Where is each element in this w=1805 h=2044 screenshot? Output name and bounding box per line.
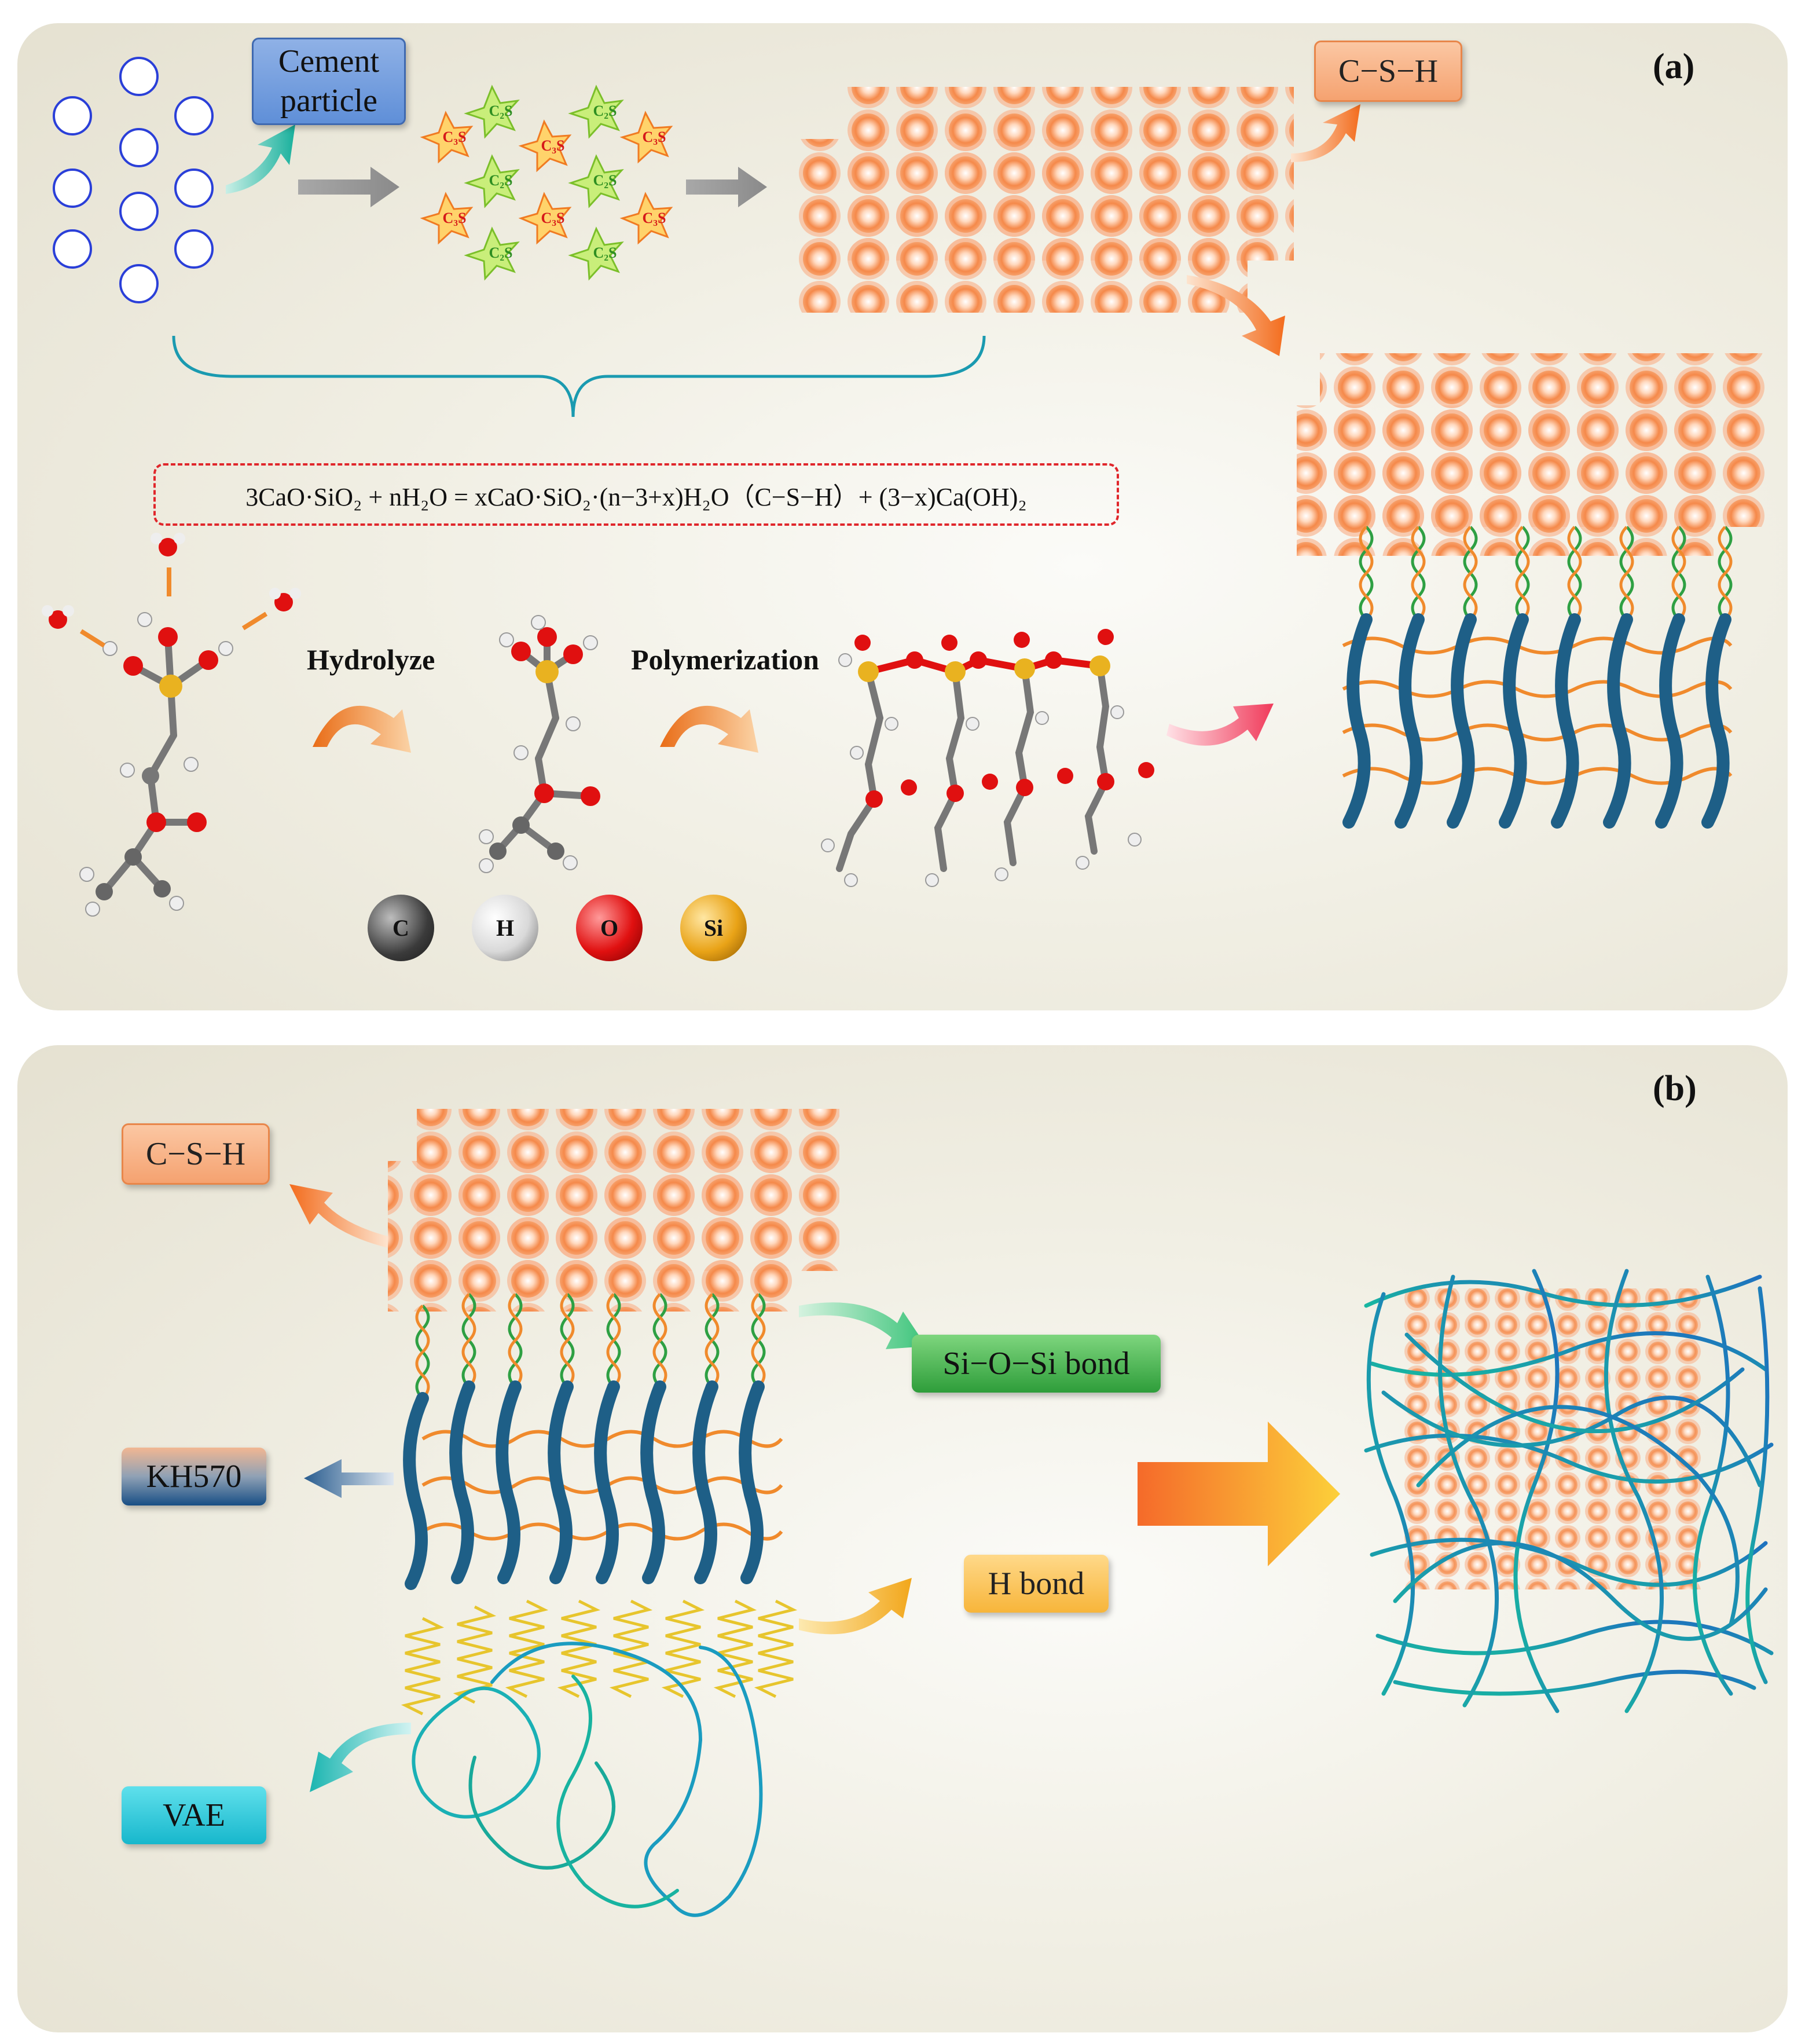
- polymerization-label: Polymerization: [631, 643, 819, 676]
- c3s-label: C₃S: [442, 129, 466, 145]
- csh-block: [388, 1109, 839, 1312]
- composite-network: [1364, 1269, 1774, 1713]
- panel-b: (b) C−S−H Si−O−Si bond KH570 H bond VAE: [17, 1045, 1788, 2032]
- c3s-label: C₃S: [642, 210, 666, 226]
- polymerization-arrow: [660, 705, 758, 753]
- silane-molecule: [42, 533, 301, 917]
- c3s-label: C₃S: [541, 210, 564, 226]
- vae-tag: VAE: [122, 1786, 266, 1844]
- hydration-equation: 3CaO·SiO₂ + nH₂O = xCaO·SiO₂·(n−3+x)H₂O（…: [153, 463, 1119, 526]
- orange-arrow-down: [1187, 275, 1285, 356]
- panel-a: C₂S C₂S C₂S C₂S C₂S C₂S C₃S C₃S C₃S C₃S …: [17, 23, 1788, 1010]
- clinker-stars: C₂S C₂S C₂S C₂S C₂S C₂S C₃S C₃S C₃S C₃S …: [420, 85, 673, 281]
- c3s-label: C₃S: [541, 137, 564, 154]
- teal-arrow-to-cement: [226, 124, 295, 194]
- oxygen-atom-legend: O: [576, 895, 643, 961]
- cement-particle-tag: Cement particle: [252, 38, 406, 125]
- si-o-si-bond-tag: Si−O−Si bond: [912, 1335, 1161, 1393]
- orange-arrow-to-csh-tag: [1291, 104, 1360, 162]
- orange-arrow-to-csh-tag: [289, 1184, 388, 1248]
- water-molecules: [53, 57, 214, 303]
- h-bond-springs: [401, 1599, 798, 1716]
- teal-arrow-to-vae-tag: [310, 1723, 411, 1792]
- kh570-chains: [403, 1380, 765, 1590]
- c3s-label: C₃S: [642, 129, 666, 145]
- silicon-atom-legend: Si: [680, 895, 747, 961]
- csh-block-top: [799, 87, 1294, 313]
- c2s-label: C₂S: [489, 244, 512, 261]
- h-bond-tag: H bond: [964, 1555, 1109, 1613]
- c2s-label: C₂S: [593, 172, 617, 189]
- c3s-label: C₃S: [442, 210, 466, 226]
- brace: [172, 335, 986, 417]
- csh-tag: C−S−H: [1314, 41, 1462, 102]
- hydrogen-atom-legend: H: [472, 895, 538, 961]
- panel-a-label: (a): [1653, 47, 1695, 86]
- blue-arrow-to-kh570-tag: [304, 1459, 394, 1498]
- kh570-tag: KH570: [122, 1448, 266, 1505]
- green-arrow-to-si-o-si-tag: [799, 1302, 926, 1349]
- c2s-label: C₂S: [593, 244, 617, 261]
- panel-b-label: (b): [1653, 1069, 1697, 1108]
- big-transition-arrow: [1138, 1422, 1340, 1566]
- polysiloxane-molecule: [821, 629, 1154, 887]
- c2s-label: C₂S: [593, 102, 617, 119]
- si-o-si-helices: [415, 1293, 766, 1400]
- csh-kh570-structure: [1297, 353, 1769, 829]
- panel-a-graphics: C₂S C₂S C₂S C₂S C₂S C₂S C₃S C₃S C₃S C₃S …: [42, 57, 1769, 917]
- hydrolyze-arrow: [313, 705, 411, 753]
- c2s-label: C₂S: [489, 102, 512, 119]
- pink-arrow-to-structure: [1166, 704, 1274, 746]
- hydrolyze-label: Hydrolyze: [307, 643, 435, 676]
- silanol-molecule: [479, 615, 600, 873]
- vae-polymer: [412, 1642, 763, 1917]
- yellow-arrow-to-h-bond-tag: [799, 1578, 912, 1635]
- carbon-atom-legend: C: [368, 895, 434, 961]
- gray-process-arrows: [298, 167, 767, 207]
- panel-b-graphics: [289, 1109, 1774, 1917]
- csh-tag: C−S−H: [122, 1123, 270, 1185]
- c2s-label: C₂S: [489, 172, 512, 189]
